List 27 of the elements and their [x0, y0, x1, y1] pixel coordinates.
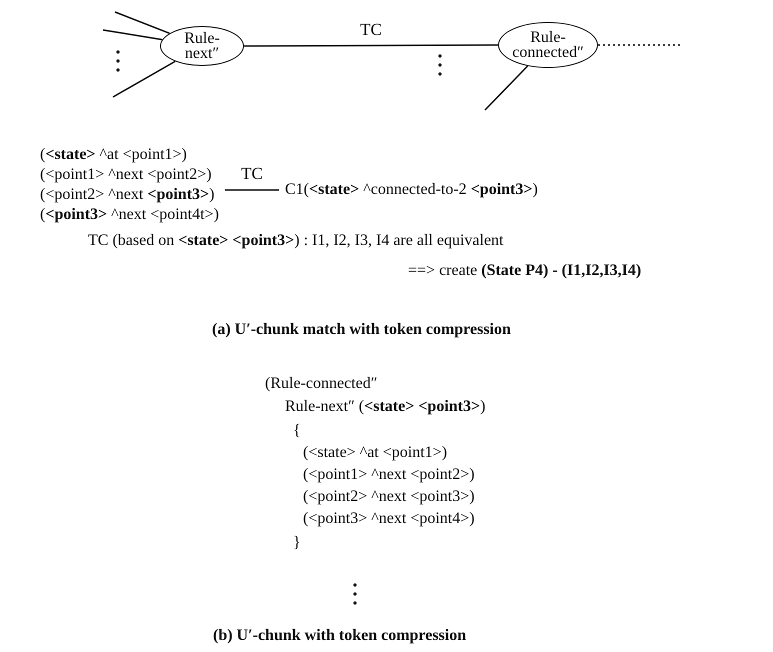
- text-line: (<point3> ^next <point4>): [303, 510, 475, 528]
- condition-text: (<point1> ^next <point2>): [40, 165, 213, 185]
- connector-line: [244, 44, 498, 47]
- condition-text: (<state> ^at <point1>): [40, 145, 188, 165]
- dotted-line: [598, 44, 683, 46]
- condition-text: (<point3> ^next <point4t>): [40, 205, 219, 225]
- caption: (b) U′-chunk with token compression: [213, 627, 466, 645]
- rule-name: Rule-next″: [183, 31, 221, 61]
- text-line: ==> create (State P4) - (I1,I2,I3,I4): [408, 262, 642, 280]
- text-line: (<state> ^at <point1>): [303, 444, 448, 462]
- condition-text: (<point2> ^next <point3>): [40, 185, 216, 205]
- condition-text: C1(<state> ^connected-to-2 <point3>): [285, 180, 538, 200]
- connector-line: [224, 189, 279, 191]
- text-line: }: [293, 534, 301, 552]
- text-line: {: [293, 422, 301, 440]
- text-line: (Rule-connected″: [265, 375, 378, 393]
- caption: (a) U′-chunk match with token compression: [212, 321, 511, 339]
- text-line: (<point2> ^next <point3>): [303, 488, 475, 506]
- text-line: (<point1> ^next <point2>): [303, 466, 475, 484]
- connector-line: [102, 29, 162, 40]
- rule-ellipse: [160, 26, 244, 66]
- text-line: TC (based on <state> <point3>) : I1, I2, I3, I4 are all equivalent: [88, 232, 504, 250]
- connector-line: [484, 65, 528, 111]
- rule-name: Rule-connected″: [511, 30, 585, 60]
- text-line: Rule-next″ (<state> <point3>): [285, 398, 486, 416]
- connector-line: [114, 11, 170, 34]
- connector-line: [112, 60, 176, 98]
